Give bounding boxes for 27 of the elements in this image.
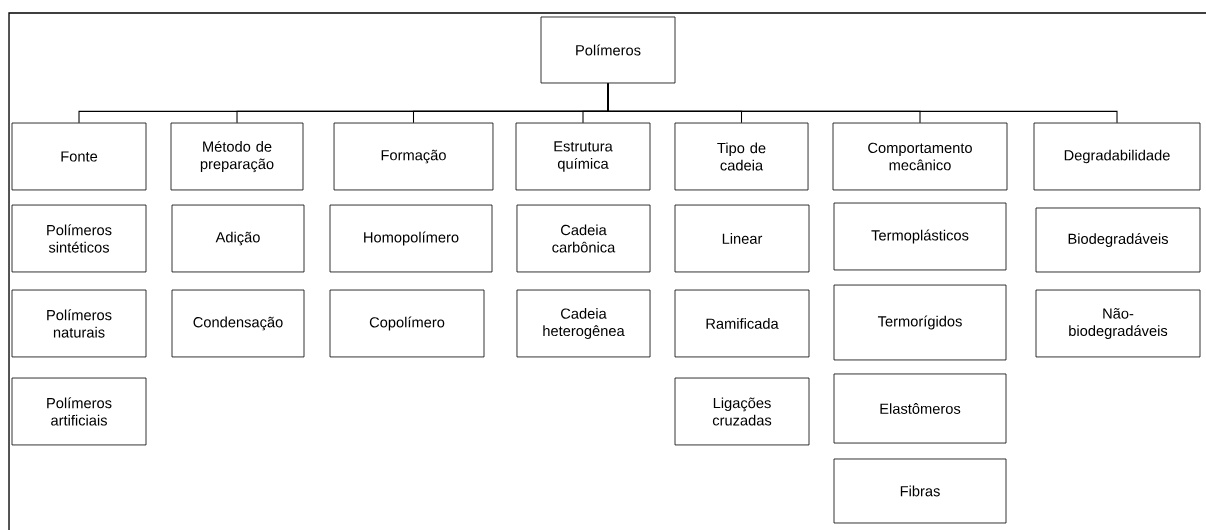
category-box: Polímeros artificiais (11, 377, 147, 446)
category-box: Linear (674, 204, 810, 273)
category-box: Cadeia carbônica (516, 204, 651, 273)
category-box: Condensação (171, 289, 305, 358)
category-box: Fonte (11, 122, 147, 191)
category-box: Método de preparação (170, 122, 304, 191)
category-box: Homopolímero (329, 204, 493, 273)
category-box: Cadeia heterogênea (516, 289, 651, 358)
category-box: Biodegradáveis (1035, 207, 1201, 273)
category-box: Adição (171, 204, 305, 273)
category-box: Formação (333, 122, 494, 191)
category-box: Degradabilidade (1033, 122, 1201, 191)
category-box: Fibras (833, 458, 1007, 524)
category-box: Comportamento mecânico (832, 122, 1008, 191)
category-box: Ramificada (674, 289, 810, 358)
category-box: Polímeros naturais (11, 289, 147, 358)
category-box: Polímeros sintéticos (11, 204, 147, 273)
category-box: Termoplásticos (833, 202, 1007, 271)
connector-line (607, 82, 1118, 124)
category-box: Elastômeros (833, 373, 1007, 444)
category-box: Copolímero (329, 289, 485, 358)
category-box: Estrutura química (515, 122, 651, 191)
category-box: Ligações cruzadas (674, 377, 810, 446)
category-box: Tipo de cadeia (674, 122, 809, 191)
category-box: Polímeros (540, 16, 676, 84)
category-box: Termorígidos (833, 284, 1007, 361)
category-box: Não-biodegradáveis (1035, 289, 1201, 358)
